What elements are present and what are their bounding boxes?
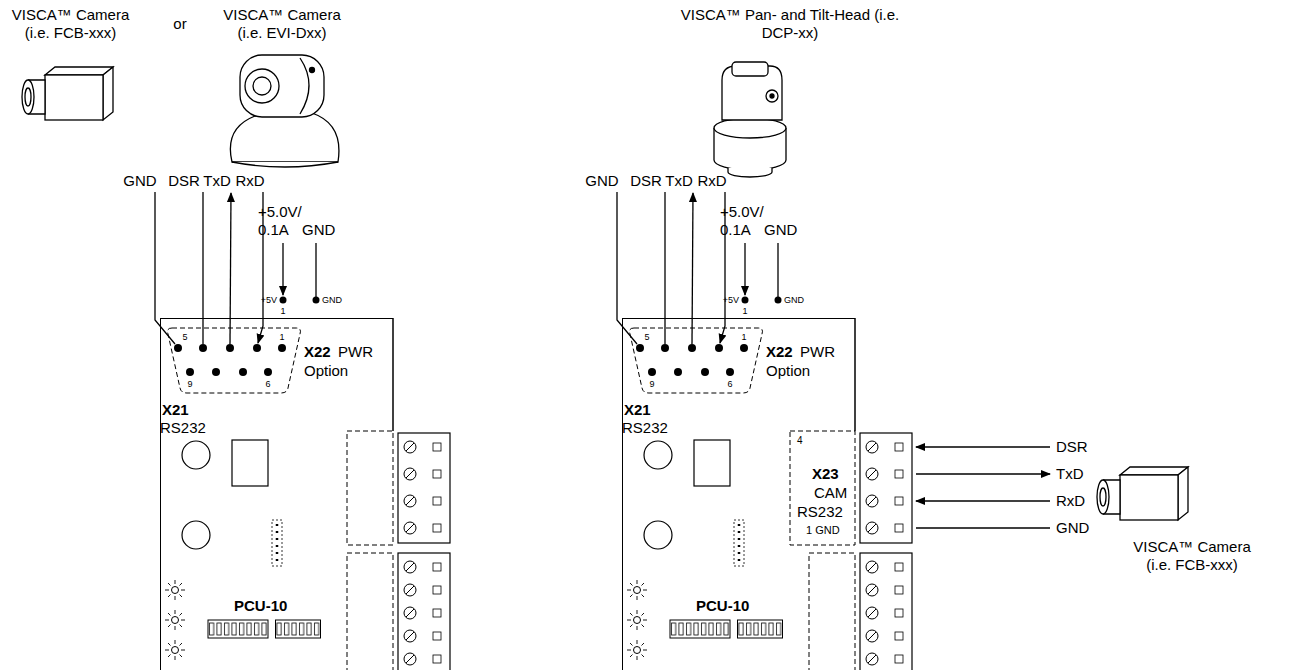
camera-wires bbox=[916, 447, 1050, 528]
text-label: VISCA™ Camera (i.e. FCB-xxx) bbox=[3, 6, 138, 42]
text-label: 6 bbox=[727, 379, 732, 390]
text-label: GND bbox=[123, 172, 156, 190]
text-label: 1 bbox=[280, 306, 285, 317]
text-label: VISCA™ Camera (i.e. EVI-Dxx) bbox=[215, 6, 350, 42]
text-label: TxD bbox=[203, 172, 231, 190]
board-name: PCU-10 bbox=[234, 597, 287, 615]
text-label: VISCA™ Pan- and Tilt-Head (i.e. DCP-xx) bbox=[670, 6, 910, 42]
text-label: X22 bbox=[766, 343, 793, 361]
text-label: 1 bbox=[742, 306, 747, 317]
text-label: TxD bbox=[1056, 465, 1084, 483]
text-label: Option bbox=[766, 362, 810, 380]
text-label: 1 bbox=[741, 332, 746, 343]
ptz-camera bbox=[230, 55, 339, 167]
text-label: GND bbox=[302, 221, 335, 239]
text-label: 5 bbox=[644, 332, 649, 343]
text-label: GND bbox=[784, 295, 804, 306]
text-label: or bbox=[173, 15, 186, 33]
text-label: X21 bbox=[162, 401, 189, 419]
text-label: VISCA™ Camera (i.e. FCB-xxx) bbox=[1122, 538, 1262, 574]
text-label: X22 bbox=[304, 343, 331, 361]
text-label: 9 bbox=[649, 379, 654, 390]
text-label: GND bbox=[585, 172, 618, 190]
text-label: DSR bbox=[168, 172, 200, 190]
board-name: PCU-10 bbox=[696, 597, 749, 615]
text-label: PWR bbox=[800, 343, 835, 361]
text-label: 1 GND bbox=[806, 524, 840, 537]
text-label: DSR bbox=[630, 172, 662, 190]
text-label: 9 bbox=[187, 379, 192, 390]
text-label: DSR bbox=[1056, 438, 1088, 456]
text-label: RxD bbox=[697, 172, 726, 190]
text-label: GND bbox=[764, 221, 797, 239]
text-label: RS232 bbox=[797, 503, 843, 521]
text-label: X23 bbox=[812, 465, 839, 483]
text-label: X21 bbox=[624, 401, 651, 419]
text-label: GND bbox=[322, 295, 342, 306]
text-label: 6 bbox=[265, 379, 270, 390]
text-label: RS232 bbox=[622, 419, 668, 437]
pan-tilt-head bbox=[714, 62, 786, 177]
text-label: CAM bbox=[814, 484, 847, 502]
text-label: GND bbox=[1056, 519, 1089, 537]
circuit-board: PCU-10 bbox=[160, 318, 393, 670]
text-label: 5 bbox=[182, 332, 187, 343]
text-label: Option bbox=[304, 362, 348, 380]
text-label: 4 bbox=[797, 435, 803, 447]
text-label: RxD bbox=[1056, 492, 1085, 510]
text-label: RS232 bbox=[160, 419, 206, 437]
text-label: PWR bbox=[338, 343, 373, 361]
text-label: RxD bbox=[235, 172, 264, 190]
text-label: 1 bbox=[279, 332, 284, 343]
text-label: +5V bbox=[261, 295, 277, 306]
text-label: TxD bbox=[665, 172, 693, 190]
text-label: +5V bbox=[723, 295, 739, 306]
